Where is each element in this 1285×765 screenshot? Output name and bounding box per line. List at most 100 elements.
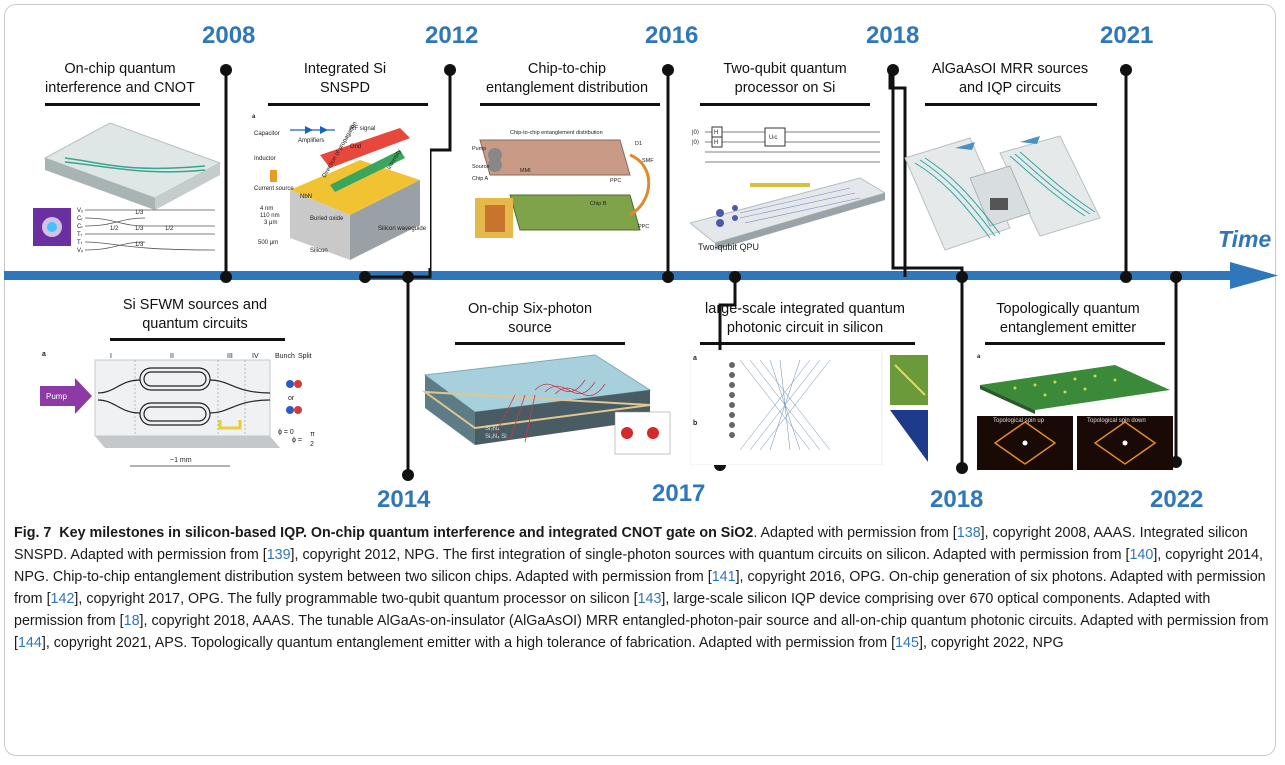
timeline-axis <box>4 271 1234 280</box>
panel-2022-topological-image: a Topological spin up Topological spin d… <box>977 354 1173 470</box>
p2014-label-9: ϕ = 0 <box>278 429 294 436</box>
p2014-label-12: 2 <box>310 441 314 448</box>
milestone-title-2018: large-scale integrated quantum photonic … <box>705 301 905 336</box>
p2008-label-7: 1/2 <box>110 226 119 232</box>
p2008-label-6: 1/3 <box>135 210 144 216</box>
p2016-label-6: SMF <box>642 158 654 164</box>
caption-after-8: ], copyright 2022, NPG <box>918 635 1064 651</box>
title-bar-2008 <box>45 103 200 106</box>
caption-ref-138[interactable]: 138 <box>956 525 981 541</box>
milestone-title-2016: Chip-to-chip entanglement distribution <box>485 61 649 96</box>
p2012-label-8: 4 nm <box>260 206 273 212</box>
timeline-figure: 2008 2012 2016 2018 2021 2014 2017 2018 … <box>4 22 1278 513</box>
p2017b-label-5: Two-qubit QPU <box>698 242 759 252</box>
p2016-label-2: Source <box>472 164 489 170</box>
p2016-label-5: PPC <box>610 178 621 184</box>
milestone-title-2017: On-chip Six-photon source <box>467 301 593 336</box>
p2014-label-4: IV <box>252 353 259 360</box>
p2016-label-9: PPC <box>638 224 649 230</box>
caption-ref-143[interactable]: 143 <box>637 591 662 607</box>
dot-2014-bottom <box>402 469 414 481</box>
p2022-label-1: Topological spin up <box>993 418 1045 424</box>
dot-2021-axis <box>1120 271 1132 283</box>
p2016-label-7: Chip B <box>590 201 607 207</box>
dot-2016-axis <box>662 271 674 283</box>
caption-seg-0: . Adapted with permission from [ <box>753 525 957 541</box>
p2016-label-8: D1 <box>635 141 642 147</box>
p2017b-label-3: H <box>714 140 718 146</box>
caption-after-6: ], copyright 2018, AAAS. The tunable AlG… <box>14 613 1269 651</box>
caption-after-0: ], copyright 2008, AAAS. Integrated sili… <box>14 525 1248 563</box>
p2012-label-9: 110 nm <box>260 213 280 219</box>
dot-2008-axis <box>220 271 232 283</box>
p2008-label-1: Cᵣ <box>77 216 83 222</box>
p2014-label-7: Split <box>298 353 312 360</box>
panel-2014-sfwm-image: a I II III IV Pump Bunch Split or ϕ = 0 … <box>40 351 315 467</box>
dot-2016-top <box>662 64 674 76</box>
p2012-label-4: Inductor <box>254 156 276 162</box>
p2016-label-3: Chip A <box>472 176 489 182</box>
p2014-label-6: Bunch <box>275 353 295 360</box>
p2014-label-0: a <box>42 351 46 358</box>
p2008-label-8: 1/3 <box>135 226 144 232</box>
connector-2018a <box>888 70 907 277</box>
p2014-label-1: I <box>110 353 112 360</box>
p2012-label-5: Gnd <box>350 144 361 150</box>
p2016-label-0: Chip-to-chip entanglement distribution <box>510 130 603 136</box>
milestone-title-2014: Si SFWM sources and quantum circuits <box>122 297 268 332</box>
dot-2012-top <box>444 64 456 76</box>
title-bar-2022 <box>985 342 1165 345</box>
title-bar-2012 <box>268 103 428 106</box>
dot-2017b-axis <box>729 271 741 283</box>
milestone-title-2021: AlGaAsOI MRR sources and IQP circuits <box>931 61 1089 96</box>
panel-2021-algaasoi-image <box>904 135 1101 251</box>
year-label-2016: 2016 <box>645 22 699 49</box>
panel-two-qubit-qpu-image: |0⟩ |0⟩ H H Uₗc Two-qubit QPU <box>690 126 885 252</box>
p2016-label-1: Pump <box>472 146 486 152</box>
title-bar-2014 <box>110 338 285 341</box>
p2014-label-2: II <box>170 353 174 360</box>
caption-ref-139[interactable]: 139 <box>266 547 291 563</box>
caption-after-2: ], copyright 2014, NPG. Chip-to-chip ent… <box>14 547 1263 585</box>
p2017-label-0: Si₃N₄ <box>485 426 500 432</box>
p2012-label-0: a <box>252 114 256 120</box>
caption-ref-142[interactable]: 142 <box>50 591 75 607</box>
milestone-title-2022: Topologically quantum entanglement emitt… <box>996 301 1140 336</box>
caption-ref-141[interactable]: 141 <box>711 569 736 585</box>
p2008-label-0: Vₓ <box>77 208 83 214</box>
p2017b-label-1: |0⟩ <box>692 139 699 146</box>
panel-2017-six-photon-image: Si₃N₄ Si₃N₄ Si <box>421 354 671 455</box>
p2012-label-3: RF signal <box>350 126 375 132</box>
dot-2022-axis <box>1170 271 1182 283</box>
caption-after-3: ], copyright 2016, OPG. On-chip generati… <box>14 569 1266 607</box>
caption-bold-text: Key milestones in silicon-based IQP. On-… <box>59 525 754 541</box>
title-bar-2021 <box>925 103 1097 106</box>
p2014-label-5: Pump <box>46 392 67 401</box>
p2014-label-11: π <box>310 431 315 438</box>
year-label-2008: 2008 <box>202 22 256 49</box>
panel-2012-snspd-image: a Capacitor Amplifiers RF signal Inducto… <box>250 110 430 268</box>
p2008-label-5: Vᵥ <box>77 248 83 254</box>
p2018-label-1: b <box>693 420 697 427</box>
caption-ref-18[interactable]: 18 <box>123 613 140 629</box>
p2012-label-14: Silicon waveguide <box>378 226 427 232</box>
caption-after-7: ], copyright 2021, APS. Topologically qu… <box>41 635 896 651</box>
dot-2021-top <box>1120 64 1132 76</box>
caption-after-1: ], copyright 2012, NPG. The first integr… <box>290 547 1130 563</box>
caption-ref-144[interactable]: 144 <box>17 635 42 651</box>
timeline-arrowhead <box>1230 262 1278 289</box>
caption-ref-145[interactable]: 145 <box>895 635 919 651</box>
year-label-2014: 2014 <box>377 486 431 513</box>
panel-2016-chip-to-chip-image: Chip-to-chip entanglement distribution P… <box>472 130 654 238</box>
year-label-2021: 2021 <box>1100 22 1154 49</box>
panel-2008-chip-image: Vₓ Cᵣ Cₜ Tᵣ Tₜ Vᵥ 1/3 1/2 1/3 1/2 1/3 <box>33 122 222 254</box>
p2008-label-2: Cₜ <box>77 224 83 230</box>
p2014-label-8: or <box>288 395 295 402</box>
p2014-label-3: III <box>227 353 233 360</box>
figure-caption: Fig. 7 Key milestones in silicon-based I… <box>14 522 1272 654</box>
caption-ref-140[interactable]: 140 <box>1129 547 1154 563</box>
year-label-2012: 2012 <box>425 22 479 49</box>
p2022-label-0: a <box>977 354 981 360</box>
p2012-label-13: Silicon <box>310 248 328 254</box>
p2012-label-10: 3 μm <box>264 220 277 226</box>
